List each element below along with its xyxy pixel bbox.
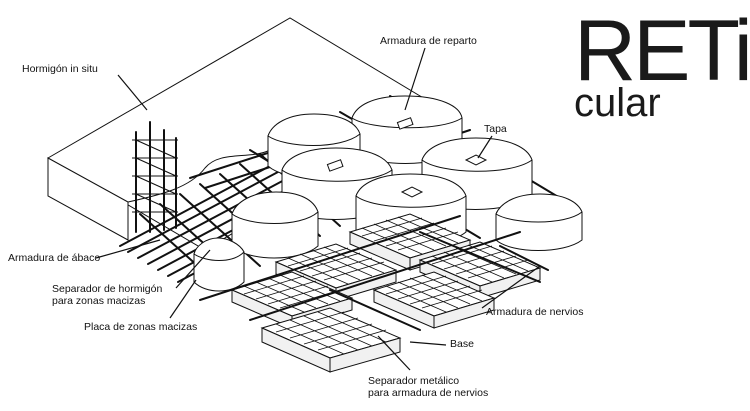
label-separador-metalico-2: para armadura de nervios [368, 387, 488, 399]
column-reinforcement-cage [132, 121, 178, 233]
base-grids [199, 213, 549, 373]
dome [495, 193, 583, 251]
label-separador-metalico: Separador metálico [368, 375, 459, 387]
label-tapa: Tapa [484, 123, 507, 135]
casetones [193, 95, 583, 292]
label-hormigon-in-situ: Hormigón in situ [22, 63, 98, 75]
dome [231, 191, 319, 259]
brand-subtitle: cular [574, 81, 661, 125]
label-placa-zonas-macizas: Placa de zonas macizas [84, 321, 197, 333]
label-base: Base [450, 338, 474, 350]
brand-logo: RETi cular [574, 3, 750, 125]
label-armadura-de-abaco: Armadura de ábaco [8, 252, 100, 264]
label-armadura-de-nervios: Armadura de nervios [486, 306, 583, 318]
grid-base [260, 307, 402, 373]
label-separador-hormigon: Separador de hormigón [52, 283, 162, 295]
leader-lines [95, 47, 541, 371]
labels: Hormigón in situ Armadura de reparto Tap… [8, 35, 583, 399]
label-separador-hormigon-2: para zonas macizas [52, 295, 145, 307]
brand-title: RETi [574, 3, 750, 99]
label-armadura-de-reparto: Armadura de reparto [380, 35, 477, 47]
grid-base [372, 271, 496, 329]
dome [193, 237, 245, 292]
